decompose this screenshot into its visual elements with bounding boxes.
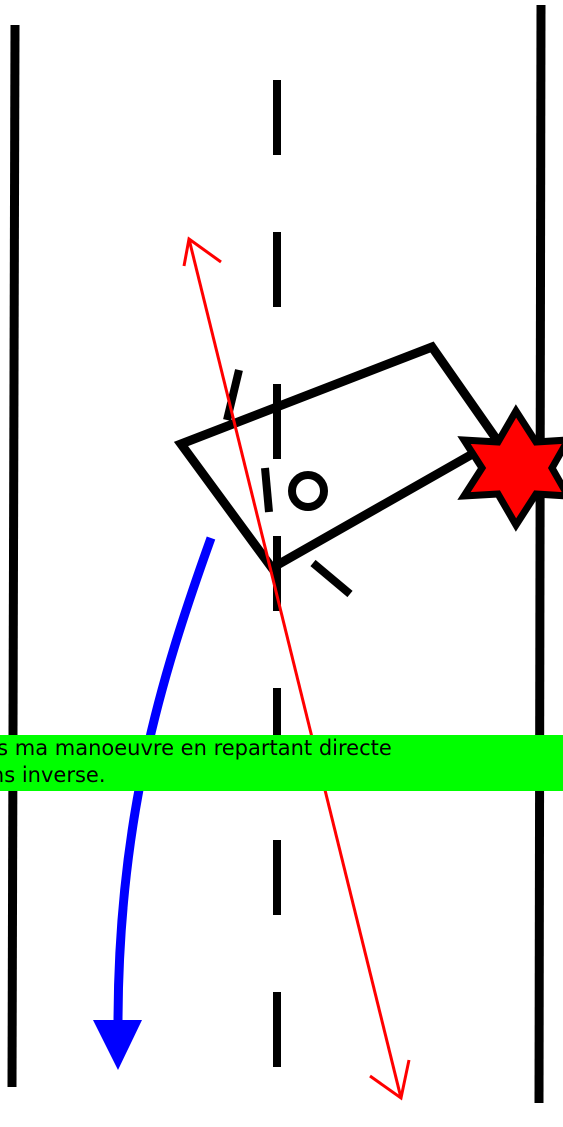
arrowhead-icon [182,236,222,267]
vehicle-centre-marker [288,471,328,511]
wheel-mark [261,467,273,513]
wheel-mark [223,369,243,421]
wheel-mark [310,559,353,598]
vehicle-b-trajectory [93,536,216,1070]
road-edge-left [7,24,20,1088]
arrowhead-icon [369,1059,411,1101]
vehicle-body [173,341,504,574]
caption-line-1: nis ma manoeuvre en repartant directe [0,736,392,760]
caption-banner: nis ma manoeuvre en repartant directe en… [0,735,563,791]
arrowhead-icon [93,1020,142,1070]
road [7,4,546,1104]
caption-text: nis ma manoeuvre en repartant directe en… [0,735,563,789]
caption-line-2: ens inverse. [0,763,106,787]
vehicle-a [173,341,504,598]
trajectory-line [187,238,403,1099]
vehicle-a-trajectory [182,236,411,1101]
impact-star-shape [457,404,563,532]
road-edge-right [534,4,546,1104]
impact-star-icon [457,404,563,532]
